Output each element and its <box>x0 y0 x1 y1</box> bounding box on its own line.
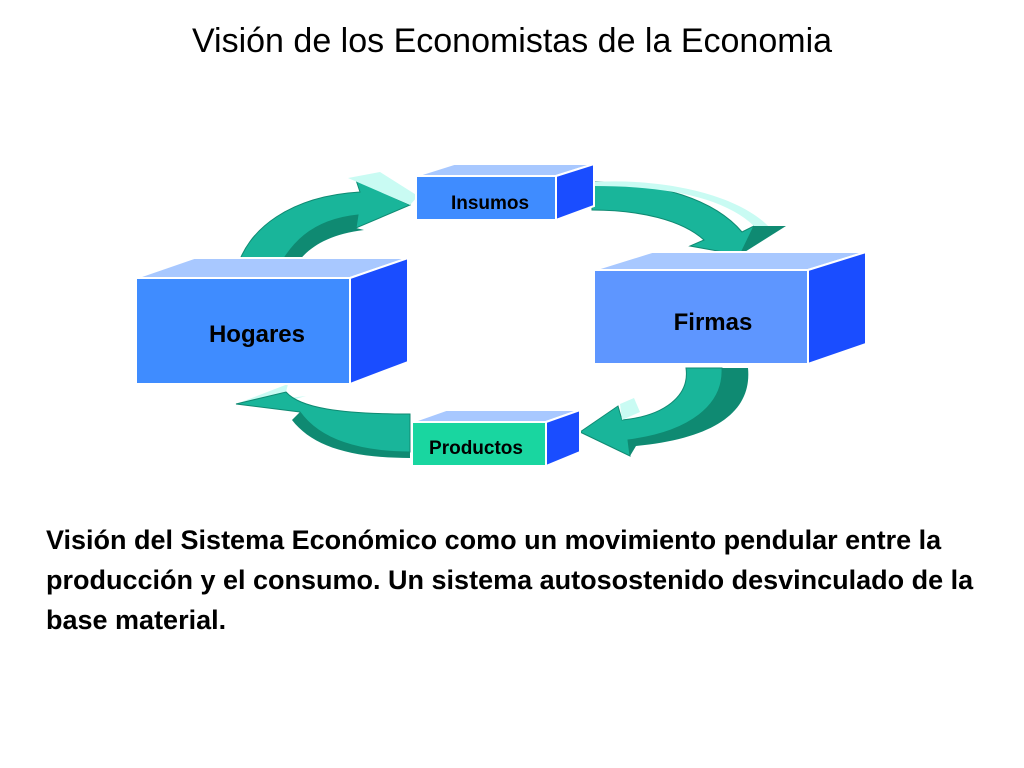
firmas-label: Firmas <box>674 309 753 336</box>
arrow-productos-to-hogares <box>235 384 411 458</box>
arrow-insumos-to-firmas <box>591 181 786 256</box>
firmas-box: Firmas <box>593 250 867 366</box>
productos-box: Productos <box>411 408 581 468</box>
economic-cycle-diagram: Hogares Firmas Insumos Productos <box>135 162 867 468</box>
arrow-firmas-to-productos <box>579 367 749 457</box>
caption-text: Visión del Sistema Económico como un mov… <box>46 525 974 635</box>
hogares-label: Hogares <box>209 321 305 348</box>
insumos-label: Insumos <box>451 193 529 214</box>
slide-title: Visión de los Economistas de la Economia <box>191 22 833 60</box>
insumos-box: Insumos <box>415 162 595 222</box>
productos-label: Productos <box>429 438 523 459</box>
hogares-box: Hogares <box>135 256 409 386</box>
